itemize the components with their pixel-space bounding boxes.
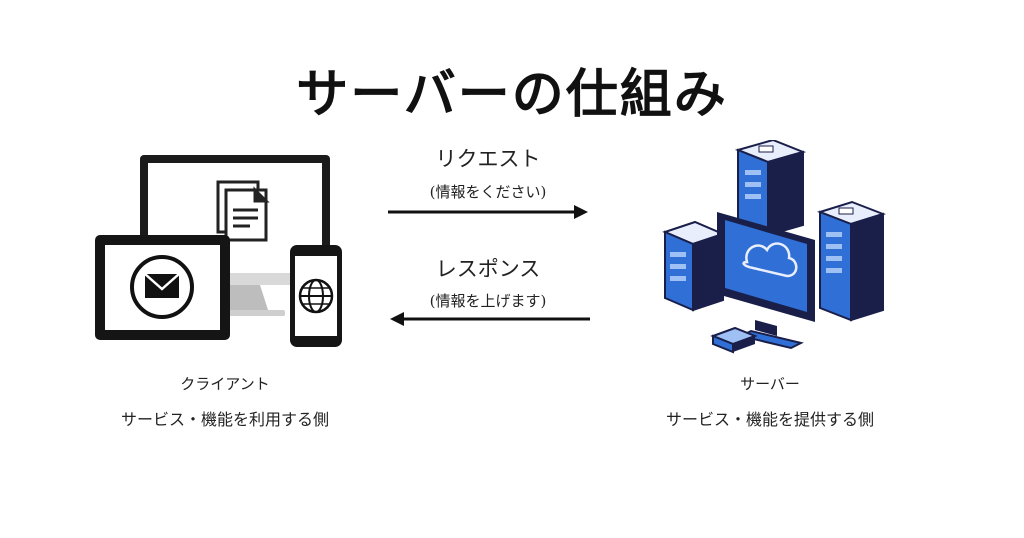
server-role: サービス・機能を提供する側	[665, 410, 874, 429]
document-icon	[216, 180, 270, 242]
server-rack-icon	[662, 220, 726, 312]
response-label: レスポンス	[435, 257, 541, 281]
server-rack-icon	[816, 200, 887, 322]
response-arrow	[390, 312, 590, 326]
server-name: サーバー	[740, 375, 800, 393]
server-illustration	[662, 140, 887, 354]
router-icon	[710, 326, 758, 354]
smartphone-icon	[290, 245, 342, 347]
request-sublabel: (情報をください)	[429, 183, 547, 201]
cloud-monitor-icon	[717, 212, 815, 350]
request-arrow	[388, 205, 588, 219]
client-name: クライアント	[180, 375, 270, 393]
client-role: サービス・機能を利用する側	[120, 410, 329, 429]
cloud-icon	[742, 242, 798, 278]
client-devices-illustration	[95, 155, 342, 347]
request-label: リクエスト	[435, 147, 541, 171]
response-sublabel: (情報を上げます)	[429, 292, 547, 310]
page-title: サーバーの仕組み	[296, 65, 728, 125]
server-rack-icon	[734, 140, 807, 237]
tablet-icon	[95, 235, 230, 340]
